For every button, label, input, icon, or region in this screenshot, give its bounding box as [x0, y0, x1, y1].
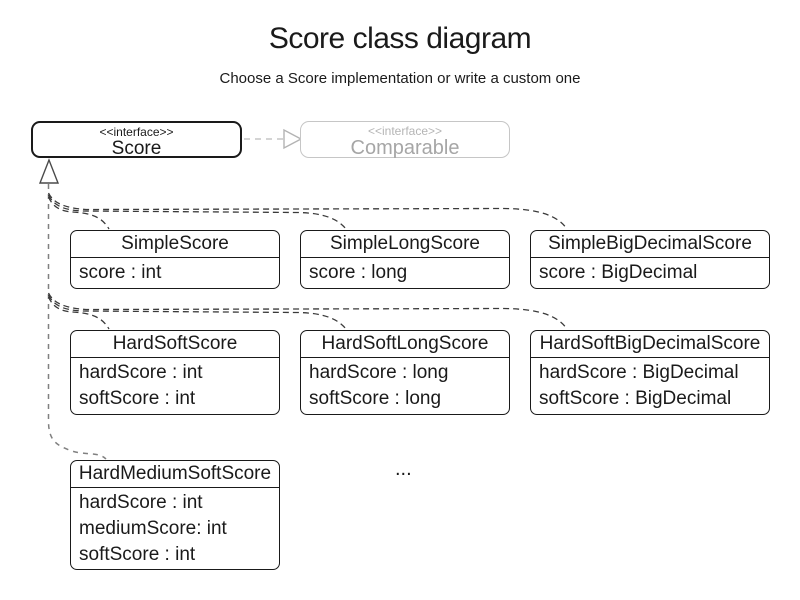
class-attribute: softScore : int	[79, 544, 196, 565]
class-attribute: score : int	[79, 262, 162, 283]
stereotype-label: <<interface>>	[367, 124, 443, 138]
class-attribute: softScore : int	[79, 388, 196, 409]
page-title: Score class diagram	[268, 22, 532, 55]
class-attributes: score : BigDecimal	[531, 258, 769, 286]
class-name: HardMediumSoftScore	[71, 461, 279, 488]
class-name: SimpleBigDecimalScore	[531, 231, 769, 258]
realization-line-hardmediumsoftscore	[47, 184, 107, 460]
class-box-simplescore: SimpleScore score : int	[70, 230, 280, 289]
class-attribute: mediumScore: int	[79, 518, 227, 539]
class-name: HardSoftBigDecimalScore	[531, 331, 769, 358]
realization-arrowhead-score	[38, 158, 60, 184]
interface-name: Score	[111, 138, 162, 159]
class-box-hardsoftscore: HardSoftScore hardScore : int softScore …	[70, 330, 280, 415]
class-name: HardSoftScore	[71, 331, 279, 358]
class-name: SimpleScore	[71, 231, 279, 258]
realization-arrowhead-comparable	[283, 128, 303, 150]
class-box-hardsoftbigdecimalscore: HardSoftBigDecimalScore hardScore : BigD…	[530, 330, 770, 415]
class-attribute: hardScore : int	[79, 492, 203, 513]
class-box-simplebigdecimalscore: SimpleBigDecimalScore score : BigDecimal	[530, 230, 770, 289]
interface-box-comparable: <<interface>> Comparable	[300, 121, 510, 158]
class-attributes: score : int	[71, 258, 279, 286]
class-attribute: softScore : BigDecimal	[539, 388, 732, 409]
realization-line-simplelongscore	[47, 194, 347, 230]
realization-line-simplescore	[47, 196, 110, 230]
interface-box-score: <<interface>> Score	[31, 121, 242, 159]
realization-line-hardsoftscore	[47, 296, 110, 330]
class-attribute: hardScore : long	[309, 362, 449, 383]
class-attributes: score : long	[301, 258, 509, 286]
page-subtitle: Choose a Score implementation or write a…	[219, 70, 581, 87]
class-attributes: hardScore : int mediumScore: int softSco…	[71, 488, 279, 568]
class-name: SimpleLongScore	[301, 231, 509, 258]
class-attributes: hardScore : int softScore : int	[71, 358, 279, 412]
class-attribute: hardScore : int	[79, 362, 203, 383]
class-attributes: hardScore : BigDecimal softScore : BigDe…	[531, 358, 769, 412]
class-name: HardSoftLongScore	[301, 331, 509, 358]
stereotype-label: <<interface>>	[99, 125, 174, 139]
class-box-simplelongscore: SimpleLongScore score : long	[300, 230, 510, 289]
interface-name: Comparable	[350, 137, 460, 159]
class-attribute: softScore : long	[309, 388, 442, 409]
class-attributes: hardScore : long softScore : long	[301, 358, 509, 412]
class-box-hardsoftlongscore: HardSoftLongScore hardScore : long softS…	[300, 330, 510, 415]
realization-line-hardsoftbigdecimalscore	[47, 292, 568, 330]
realization-line-simplebigdecimalscore	[47, 192, 568, 230]
class-attribute: score : BigDecimal	[539, 262, 698, 283]
class-attribute: score : long	[309, 262, 408, 283]
class-attribute: hardScore : BigDecimal	[539, 362, 739, 383]
class-box-hardmediumsoftscore: HardMediumSoftScore hardScore : int medi…	[70, 460, 280, 570]
ellipsis-more-implementations: ...	[395, 458, 412, 480]
realization-line-hardsoftlongscore	[47, 294, 347, 330]
